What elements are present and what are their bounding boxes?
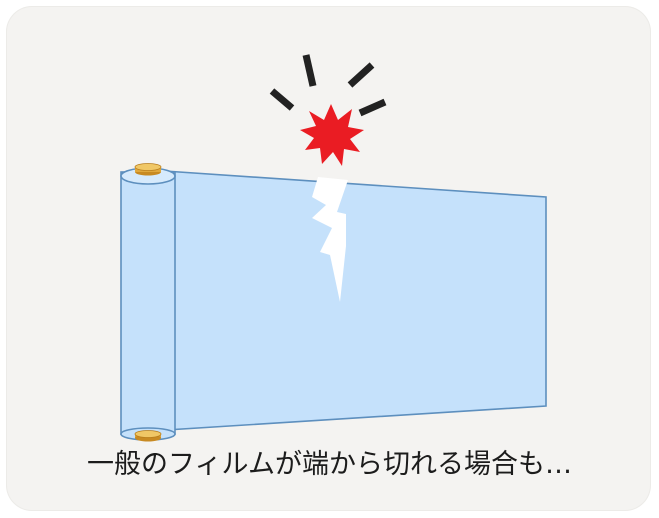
tear-crack-icon bbox=[312, 177, 348, 302]
red-burst-icon bbox=[300, 104, 364, 166]
film-sheet bbox=[149, 169, 547, 432]
caption-text: 一般のフィルムが端から切れる場合も… bbox=[87, 449, 572, 480]
film-roll-icon bbox=[120, 163, 176, 442]
impact-lines bbox=[269, 54, 387, 117]
